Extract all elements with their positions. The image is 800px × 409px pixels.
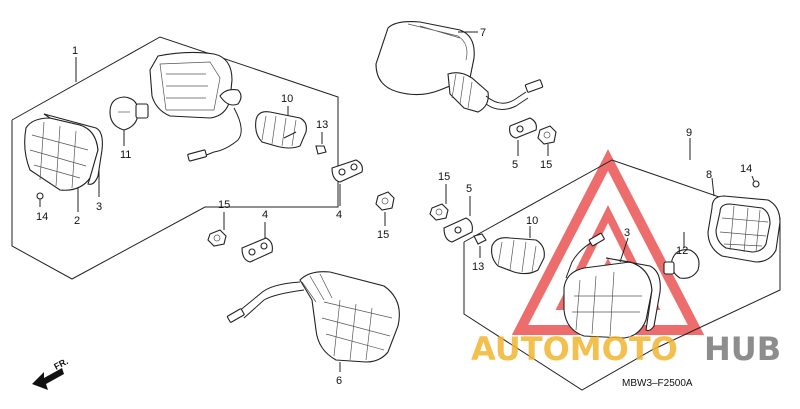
front-arrow-label: FR. [52, 356, 69, 372]
front-arrow-icon [32, 368, 64, 390]
callout-3-left: 3 [96, 201, 102, 213]
callout-7: 7 [480, 27, 486, 39]
left-assembly-outline [11, 36, 339, 280]
watermark-text-gray: HUB [704, 330, 781, 368]
callout-11: 11 [120, 149, 131, 161]
screw-left-13 [315, 132, 327, 155]
callout-9: 9 [686, 127, 692, 139]
callout-15-upper-right: 15 [540, 159, 552, 171]
screw-left-14 [36, 192, 44, 207]
screw-right-14 [751, 175, 760, 188]
watermark-text: AUTOMOTO HUB [471, 330, 781, 368]
nut-15b [207, 212, 227, 247]
nut-15d [429, 184, 449, 221]
boot-left-10 [255, 106, 307, 149]
callout-10-right: 10 [526, 215, 538, 227]
housing-right [563, 232, 661, 339]
callout-3-right: 3 [624, 227, 630, 239]
watermark-text-orange: AUTOMOTO [471, 330, 678, 368]
lens-left [24, 113, 103, 212]
callout-1: 1 [72, 45, 78, 57]
gasket-5b [443, 196, 473, 243]
callout-4-upper: 4 [336, 209, 342, 221]
callout-14-left: 14 [36, 211, 48, 223]
bulb-11 [109, 96, 149, 146]
callout-5-upper: 5 [512, 159, 518, 171]
nut-15a [375, 191, 395, 226]
bulb-12 [663, 232, 700, 279]
winker-rear-7 [375, 21, 544, 113]
boot-right-10 [491, 226, 545, 275]
gasket-4a [331, 159, 363, 206]
screw-right-13 [473, 233, 487, 258]
callout-4-lower: 4 [262, 209, 268, 221]
callout-10-left: 10 [281, 93, 293, 105]
callout-14-right: 14 [740, 163, 752, 175]
callout-6: 6 [336, 375, 342, 387]
callout-2: 2 [74, 215, 80, 227]
gasket-4b [241, 222, 273, 263]
callout-13-left: 13 [316, 119, 328, 131]
lens-right-8 [707, 177, 781, 263]
callout-15-lower-right: 15 [438, 171, 450, 183]
callout-8: 8 [706, 169, 712, 181]
winker-front-6 [226, 271, 400, 372]
diagram-code: MBW3–F2500A [622, 378, 693, 389]
callout-15-left: 15 [218, 199, 230, 211]
gasket-5a [509, 117, 537, 156]
callout-15-center: 15 [377, 229, 389, 241]
nut-15c [537, 125, 557, 156]
right-assembly-outline [463, 138, 781, 391]
callout-13-right: 13 [472, 261, 484, 273]
housing-left [149, 51, 242, 162]
callout-12: 12 [676, 245, 688, 257]
callout-5-lower: 5 [466, 183, 472, 195]
